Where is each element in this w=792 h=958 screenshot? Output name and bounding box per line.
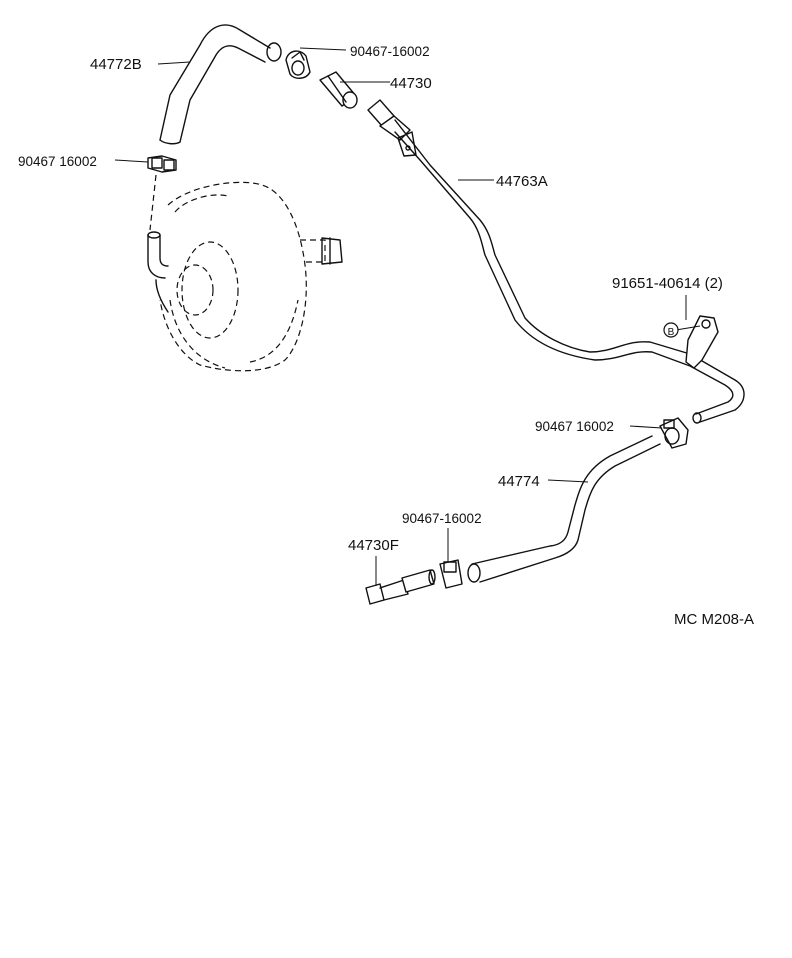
label-clamp-mid: 90467 16002 bbox=[535, 419, 614, 434]
check-valve-44730 bbox=[319, 71, 358, 109]
bolt-callout-b: B bbox=[663, 322, 679, 338]
clamp-upper-right bbox=[285, 50, 311, 79]
brake-booster bbox=[147, 174, 343, 372]
diagram-code: MC M208-A bbox=[674, 611, 754, 628]
hose-44774 bbox=[467, 435, 661, 583]
label-vacuum-tube: 44763A bbox=[496, 173, 548, 190]
clamp-left bbox=[147, 155, 177, 173]
clamp-mid bbox=[659, 417, 689, 449]
hose-44772b bbox=[159, 24, 282, 145]
clamp-lower bbox=[439, 559, 463, 589]
label-bolt: 91651-40614 (2) bbox=[612, 275, 723, 292]
label-hose-44774: 44774 bbox=[498, 473, 540, 490]
label-hose-44772b: 44772B bbox=[90, 56, 142, 73]
union-44730f bbox=[365, 569, 436, 605]
tube-end-fitting bbox=[367, 99, 417, 157]
bolt-callout-letter: B bbox=[668, 327, 675, 338]
label-clamp-left: 90467 16002 bbox=[18, 154, 97, 169]
label-clamp-lower: 90467-16002 bbox=[402, 511, 482, 526]
label-clamp-upper-right: 90467-16002 bbox=[350, 44, 430, 59]
tube-bracket bbox=[685, 315, 719, 369]
vacuum-tube-44763a bbox=[394, 119, 745, 424]
label-union: 44730F bbox=[348, 537, 399, 554]
label-check-valve: 44730 bbox=[390, 75, 432, 92]
leader-lines bbox=[114, 47, 701, 586]
